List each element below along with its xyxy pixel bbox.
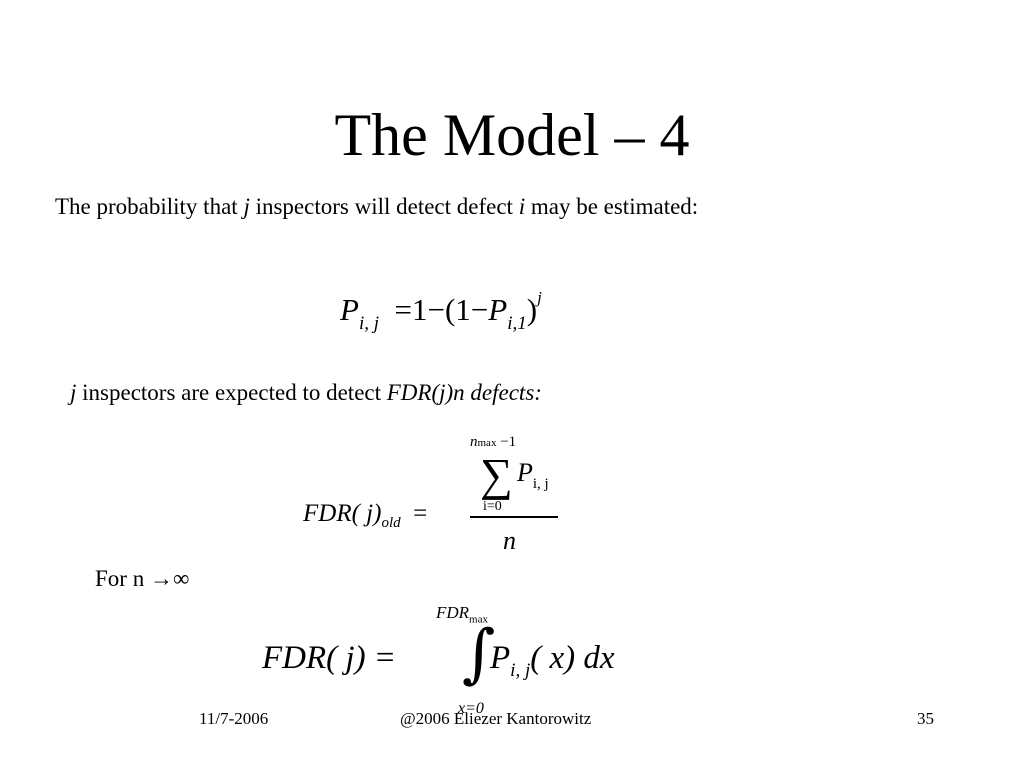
eq3-differential: dx (583, 640, 615, 676)
line2-colon: : (534, 380, 542, 405)
slide-title: The Model – 4 (334, 102, 690, 168)
eq3-lower-limit: x=0 (458, 700, 484, 717)
line2-expr: FDR(j)n defects (386, 380, 535, 405)
eq1-rhs-symbol: P (488, 292, 508, 327)
eq1-minus: − (427, 292, 445, 327)
eq2-fraction-bar (470, 516, 558, 518)
detect-text: j inspectors are expected to detect FDR(… (70, 379, 542, 407)
eq3-upper-limit: FDRmax (436, 603, 488, 625)
line2-text: inspectors are expected to detect (76, 380, 387, 405)
intro-part1: The probability that (55, 194, 244, 219)
footer-page-number: 35 (917, 709, 934, 728)
eq2-upper-n: n (470, 434, 478, 450)
eq2-lhs-fdr: FDR (303, 500, 352, 527)
intro-part2: inspectors will detect defect (249, 194, 519, 219)
eq2-sum-upper: nmax −1 (470, 434, 516, 451)
eq1-rhs-sub: i,1 (507, 313, 527, 334)
eq1-power: j (537, 288, 542, 307)
eq1-minus2: − (470, 292, 489, 327)
eq1-one: 1 (411, 292, 428, 327)
equation-pij: Pi, j =1−(1−Pi,1)j (340, 288, 542, 335)
eq3-lhs-fdr: FDR (262, 640, 327, 676)
eq1-close: ) (526, 292, 538, 327)
intro-i: i (518, 194, 526, 219)
eq3-upper-max: max (469, 613, 488, 626)
eq3-lhs: FDR( j) = (262, 640, 396, 677)
eq3-lhs-arg: ( j) = (326, 640, 397, 676)
for-line: For n →∞ (95, 566, 190, 591)
eq3-integrand: Pi, j( x) dx (490, 640, 615, 682)
eq3-integrand-symbol: P (490, 640, 511, 676)
eq2-summand: Pi, j (517, 458, 549, 493)
integral-icon: ∫ (462, 617, 496, 691)
eq1-equals: = (394, 292, 412, 327)
eq1-lhs-symbol: P (340, 292, 359, 327)
sum-icon: ∑ (480, 449, 513, 500)
eq2-lhs: FDR( j)old = (303, 500, 427, 532)
eq3-upper-fdr: FDR (436, 603, 470, 622)
eq2-upper-rest: −1 (496, 434, 517, 450)
footer-date: 11/7-2006 (199, 709, 269, 728)
intro-part3: may be estimated: (525, 194, 699, 219)
eq2-summand-sub: i, j (532, 476, 549, 492)
eq2-sum-lower: i=0 (483, 499, 502, 514)
eq2-summand-symbol: P (517, 458, 533, 487)
eq2-upper-max: max (477, 437, 497, 449)
intro-j: j (243, 194, 250, 219)
eq1-open: (1 (444, 292, 471, 327)
line2-j: j (70, 380, 77, 405)
eq3-integrand-sub: i, j (510, 660, 531, 681)
eq1-lhs-sub: i, j (358, 313, 379, 334)
eq2-lhs-sub: old (381, 515, 401, 531)
eq2-denominator: n (503, 526, 516, 555)
intro-text: The probability that j inspectors will d… (55, 193, 698, 221)
eq3-integrand-arg: ( x) (530, 640, 576, 676)
eq2-lhs-arg: ( j) (351, 500, 382, 527)
eq2-equals: = (413, 500, 428, 527)
footer-copyright: @2006 Eliezer Kantorowitz (400, 709, 592, 728)
